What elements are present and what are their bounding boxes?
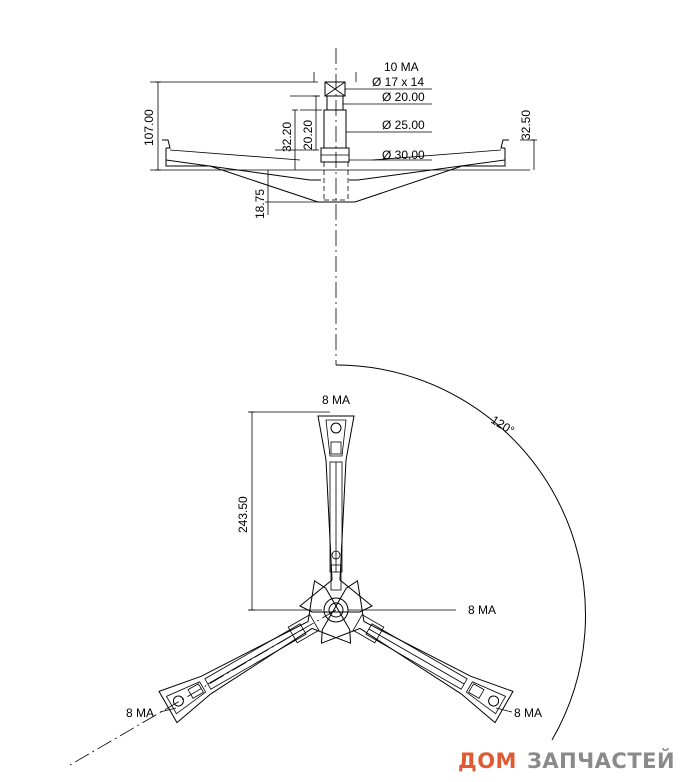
angle-arc (335, 364, 586, 741)
left-hole-label: 8 MA (126, 706, 154, 720)
plan-view: 120° (69, 364, 586, 766)
cross-upper-right-edge (349, 148, 506, 181)
thread-10ma-label: 10 MA (384, 60, 419, 74)
shaft-d20 (326, 95, 344, 111)
d20-label: Ø 20.00 (382, 90, 425, 104)
left-lip (162, 139, 171, 149)
dim-20-20: 20.20 (301, 120, 315, 150)
dim-107: 107.00 (142, 109, 156, 146)
watermark-word-2: ЗАПЧАСТЕЙ (527, 748, 675, 773)
arm-top (299, 415, 373, 613)
shaft-d25 (323, 109, 347, 149)
cross-upper-left-edge (165, 148, 321, 181)
center-hole-label: 8 MA (468, 603, 496, 617)
dim-18-75: 18.75 (253, 189, 267, 219)
dim-243-50: 243.50 (236, 496, 250, 533)
d25-label: Ø 25.00 (382, 118, 425, 132)
right-lip (500, 139, 509, 149)
arm-right (320, 579, 514, 724)
center-bolt-hole (328, 602, 344, 618)
watermark-word-1: ДОМ (458, 749, 517, 773)
top-bolt-hole (330, 422, 342, 434)
d30-label: Ø 30.00 (382, 148, 425, 162)
square-17x14-label: Ø 17 x 14 (372, 75, 424, 89)
right-hole-label: 8 MA (514, 706, 542, 720)
angle-120-label: 120° (488, 413, 517, 438)
top-hole-label: 8 MA (322, 393, 350, 407)
side-view: 107.00 32.20 20.20 32.50 18.75 10 MA Ø 1… (142, 48, 537, 365)
cross-lower-edge (165, 160, 506, 203)
dim-32-50: 32.50 (519, 110, 533, 140)
dim-32-20: 32.20 (280, 122, 294, 152)
watermark: ДОМ ЗАПЧАСТЕЙ (458, 748, 675, 773)
arm-left (158, 579, 352, 724)
